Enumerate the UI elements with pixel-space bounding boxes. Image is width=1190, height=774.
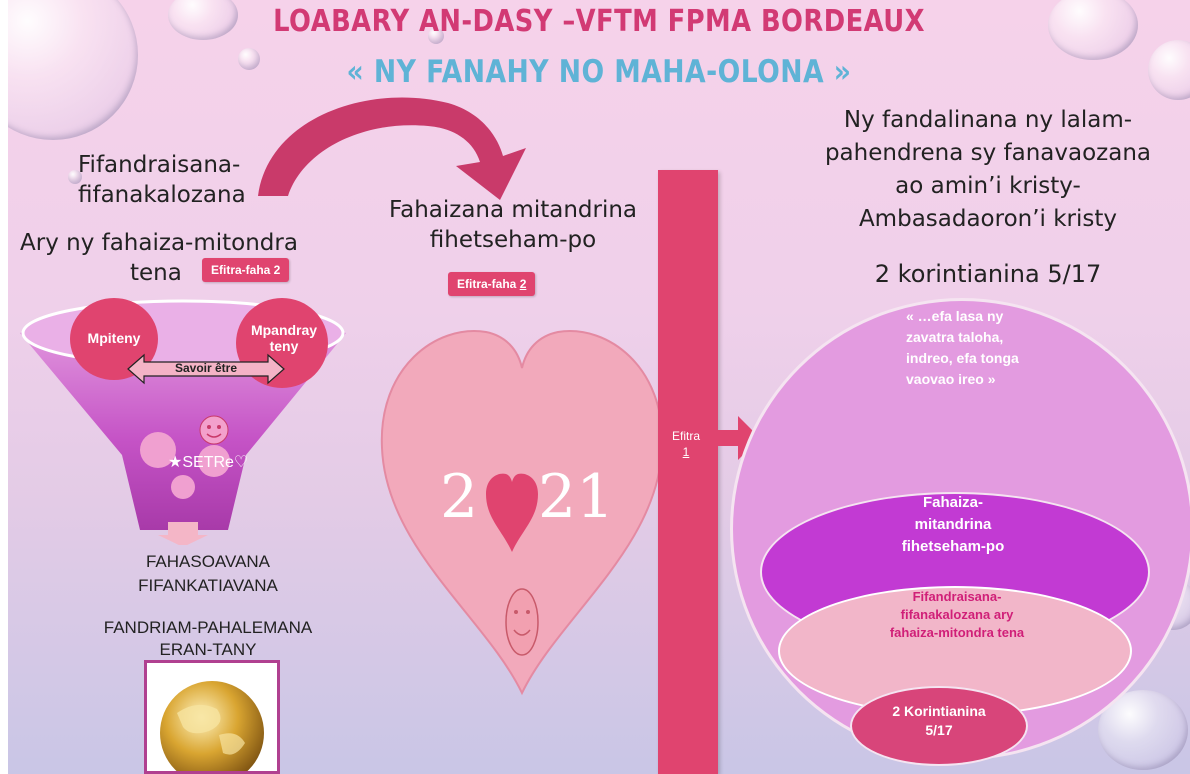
middle-heading-line1: Fahaizana mitandrina: [388, 197, 638, 223]
left-tag-efitra: Efitra-faha 2: [202, 258, 290, 282]
right-heading: Ny fandalinana ny lalam- pahendrena sy f…: [788, 104, 1188, 236]
middle-tag-num: 2: [519, 277, 527, 291]
slide-title: LOABARY AN-DASY –VFTM FPMA BORDEAUX: [273, 4, 925, 39]
pink-layer-label: Fifandraisana-fifanakalozana ary fahaiza…: [889, 589, 1025, 640]
left-heading-line2: fifanakalozana: [78, 182, 246, 208]
heart-icon: ♡: [233, 454, 249, 471]
caption-fifankatiavana: FIFANKATIAVANA: [138, 576, 278, 595]
right-heading-line2: pahendrena sy fanavaozana: [824, 140, 1152, 166]
setre-text: SETRe: [182, 454, 234, 471]
middle-heading-line2: fihetseham-po: [429, 227, 597, 253]
mpandray-label: Mpandray teny: [250, 322, 318, 354]
right-heading-line1: Ny fandalinana ny lalam-: [843, 107, 1133, 133]
curved-arrow-icon: [258, 97, 526, 200]
setre-label: ★SETRe♡: [168, 452, 248, 472]
purple-layer-label: Fahaiza-mitandrina fihetseham-po: [901, 494, 1005, 555]
middle-heading: Fahaizana mitandrina fihetseham-po: [368, 195, 658, 255]
caption-eran-tany: ERAN-TANY: [159, 640, 257, 659]
middle-tag-prefix: Efitra-faha: [457, 277, 520, 291]
middle-tag-efitra: Efitra-faha 2: [448, 272, 536, 296]
core-layer-label: 2 Korintianina 5/17: [892, 703, 986, 738]
efitra-label-text: Efitra: [671, 429, 700, 443]
bubble-decoration: [1148, 40, 1190, 100]
year-digit-right: 21: [538, 462, 615, 532]
caption-fandriam: FANDRIAM-PAHALEMANA: [103, 618, 313, 637]
slide-subtitle: « NY FANAHY NO MAHA-OLONA »: [346, 54, 852, 90]
caption-fahasoavana: FAHASOAVANA: [145, 552, 271, 571]
efitra-label-num: 1: [682, 445, 690, 459]
double-arrow-icon: [127, 353, 285, 385]
bubble-decoration: [1048, 0, 1138, 60]
bubble-decoration: [68, 170, 82, 184]
year-digit-left: 2: [440, 462, 479, 532]
right-heading-line4: Ambasadaoron’i kristy: [858, 206, 1118, 232]
efitra-column-label: Efitra 1: [658, 428, 714, 460]
slide: LOABARY AN-DASY –VFTM FPMA BORDEAUX « NY…: [8, 0, 1190, 774]
core-layer: [850, 686, 1028, 766]
savoir-label: Savoir être: [174, 361, 238, 375]
right-heading-line3: ao amin’i kristy-: [895, 173, 1081, 199]
smiley-icon: [505, 588, 539, 656]
right-verse: 2 korintianina 5/17: [874, 260, 1102, 288]
left-ary-line2: tena: [130, 260, 182, 286]
star-icon: ★: [168, 454, 183, 471]
quote-text: « …efa lasa ny zavatra taloha, indreo, e…: [906, 308, 1019, 387]
small-heart-icon: [486, 473, 538, 552]
left-heading: Fifandraisana- fifanakalozana: [78, 150, 318, 210]
bubble-decoration: [238, 48, 260, 70]
left-heading-line1: Fifandraisana-: [78, 152, 241, 178]
left-ary-line1: Ary ny fahaiza-mitondra: [20, 230, 298, 256]
mpiteny-label: Mpiteny: [87, 330, 141, 346]
efitra-column: [658, 170, 718, 774]
bubble-decoration: [168, 0, 238, 40]
globe-icon: [160, 681, 264, 774]
globe-image: [144, 660, 280, 774]
bubble-decoration: [428, 28, 444, 44]
